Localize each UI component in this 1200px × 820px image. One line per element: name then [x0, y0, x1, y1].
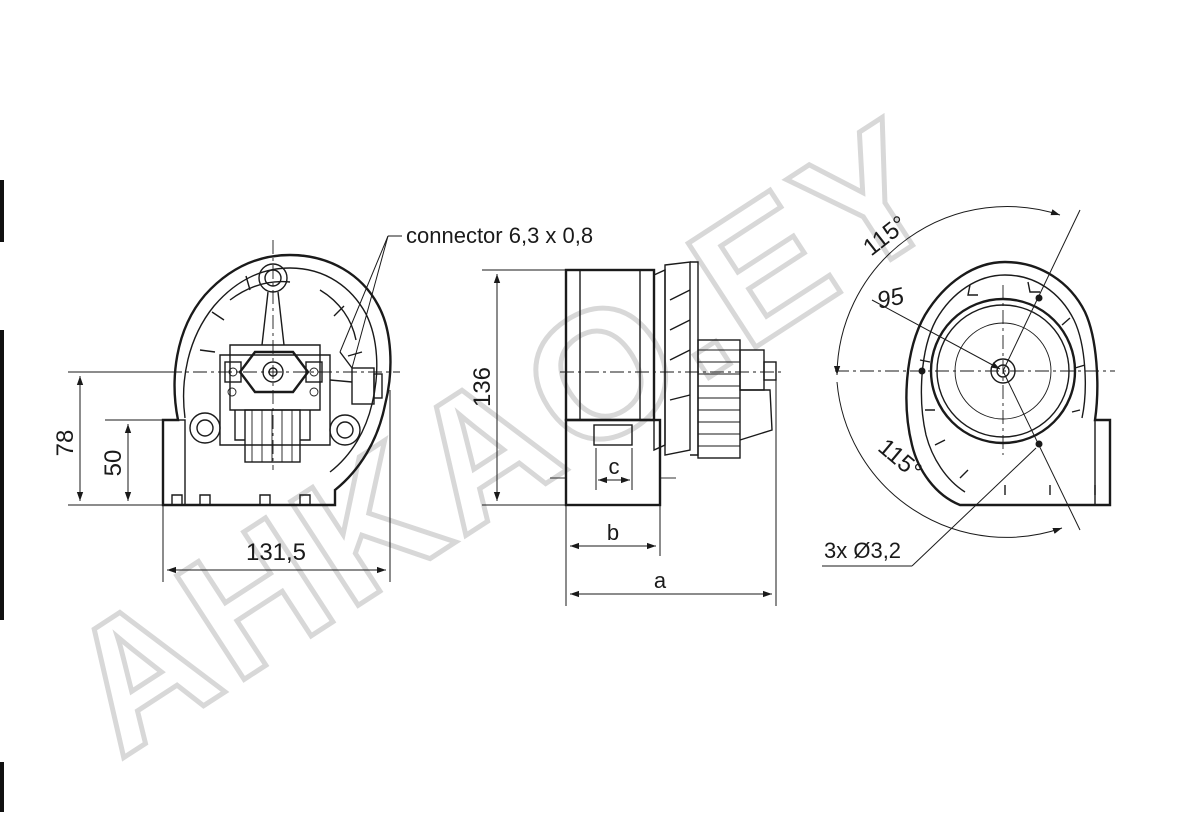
watermark-text: AHKAO.EY [32, 81, 979, 793]
dim-b: b [607, 520, 619, 545]
side-dimensions: 136 c b a [469, 269, 777, 606]
watermark: AHKAO.EY [29, 78, 981, 795]
connector-label: connector 6,3 x 0,8 [406, 223, 593, 248]
angle-115-bottom: 115° [873, 434, 927, 485]
side-view [550, 261, 785, 507]
left-edge-mark-bottom [0, 762, 4, 812]
holes-label: 3x Ø3,2 [824, 538, 901, 563]
left-edge-mark-top [0, 180, 4, 242]
dim-78: 78 [52, 430, 79, 457]
left-edge-mark-mid [0, 330, 4, 620]
connector-callout: connector 6,3 x 0,8 [339, 223, 593, 369]
dim-131-5: 131,5 [246, 539, 306, 566]
rear-view [822, 206, 1115, 567]
dim-c: c [609, 454, 620, 479]
front-dimensions: 78 50 131,5 [52, 371, 391, 582]
dim-50: 50 [100, 450, 127, 477]
dim-136: 136 [469, 367, 496, 407]
dim-a: a [654, 568, 667, 593]
front-view [68, 240, 400, 507]
diameter-95: 95 [875, 283, 907, 315]
